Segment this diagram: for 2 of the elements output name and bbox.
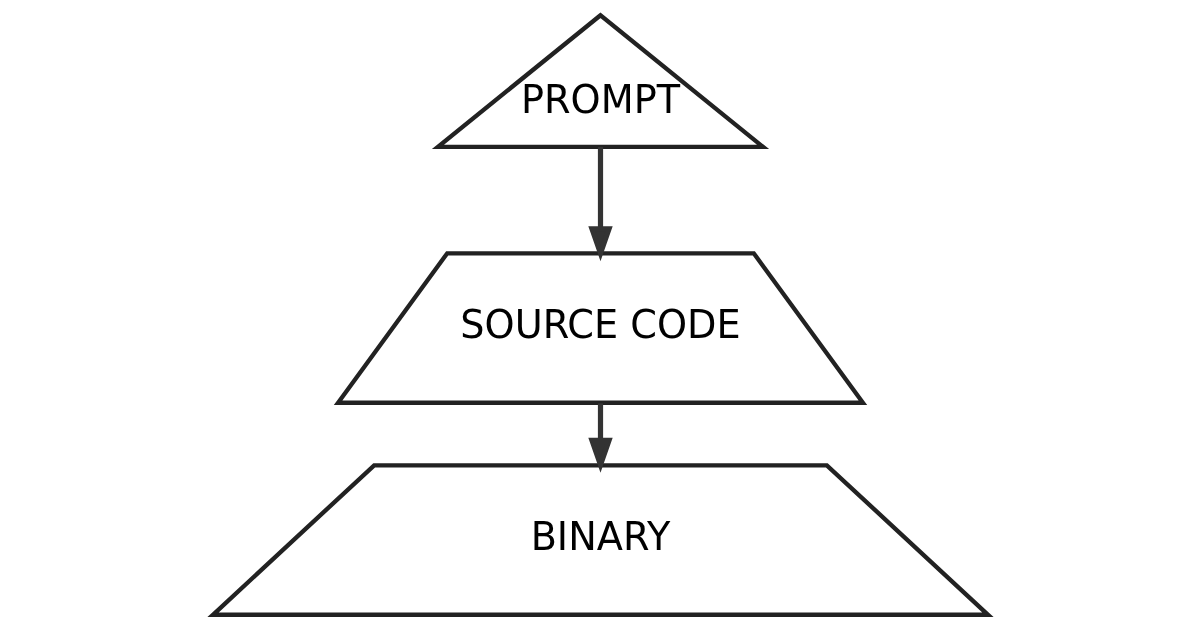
- arrow: [587, 403, 613, 473]
- arrow: [587, 146, 613, 262]
